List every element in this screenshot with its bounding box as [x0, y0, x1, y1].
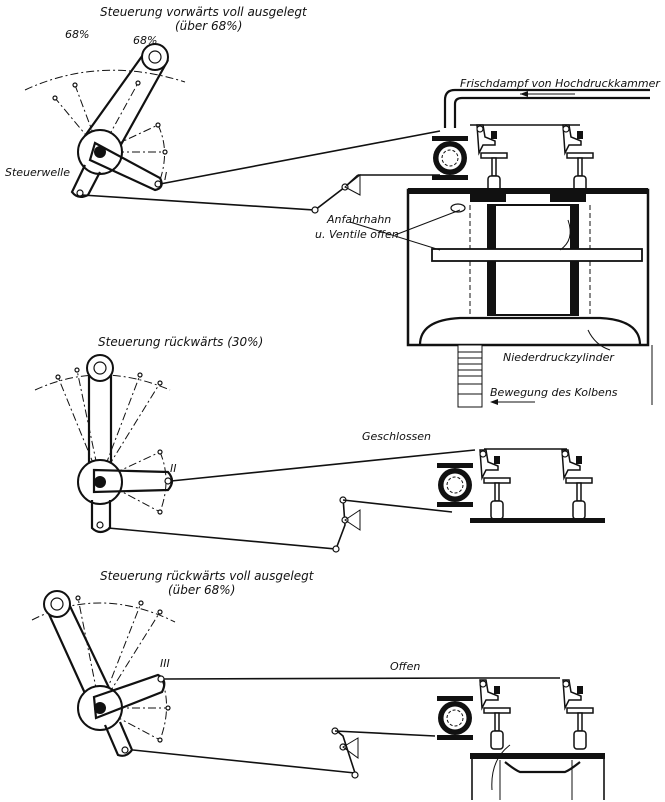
pct-right: 68%: [133, 34, 157, 47]
starting-cock-open: [436, 695, 474, 741]
panel-forward-full: Steuerung vorwärts voll ausgelegt (über …: [5, 5, 661, 408]
panel3-title: Steuerung rückwärts voll ausgelegt: [100, 569, 315, 583]
panel2-title: Steuerung rückwärts (30%): [98, 335, 263, 349]
panel-reverse-full: Steuerung rückwärts voll ausgelegt (über…: [31, 569, 605, 800]
shaft-center: [94, 146, 106, 158]
reversing-lever: [87, 375, 113, 465]
piston-rod: [431, 248, 643, 262]
valve-rod: [163, 677, 479, 680]
shaft-label: Steuerwelle: [5, 166, 70, 179]
cylinder-base-hatch: [457, 344, 483, 408]
lever-mark-III: III: [160, 657, 170, 670]
poppet-valve-right: [562, 679, 594, 750]
valve-seat-plate: [470, 518, 605, 523]
state-closed: Geschlossen: [362, 430, 431, 443]
low-pressure-cylinder: [406, 188, 650, 351]
position-line: [99, 124, 159, 153]
valve-rod: [159, 130, 441, 185]
lever-mark-II: II: [170, 462, 177, 475]
cock-rod: [107, 496, 346, 550]
panel1-title: Steuerung vorwärts voll ausgelegt: [100, 5, 308, 19]
panel3-subtitle: (über 68%): [168, 583, 235, 597]
state-open: Offen: [390, 660, 420, 673]
starting-cock-closed: [436, 462, 474, 508]
poppet-valve-left: [479, 449, 511, 520]
poppet-valve-left: [476, 124, 508, 195]
reversing-lever: [46, 601, 111, 701]
panel1-subtitle: (über 68%): [175, 19, 242, 33]
steam-label: Frischdampf von Hochdruckkammer: [460, 77, 661, 90]
position-line: [99, 82, 139, 153]
cylinder-label: Niederdruckzylinder: [503, 351, 615, 364]
poppet-valve-left: [479, 679, 511, 750]
pct-left: 68%: [65, 28, 89, 41]
panel-reverse-30: Steuerung rückwärts (30%) II Geschlossen: [34, 335, 605, 553]
crank-arm: [92, 673, 166, 720]
steam-pipe: [443, 88, 650, 128]
valve-rod: [170, 449, 476, 482]
poppet-valve-right: [561, 449, 593, 520]
starting-cock: [431, 135, 469, 181]
lever-mark-I: I: [164, 170, 167, 183]
valve-label-1: Anfahrhahn: [326, 213, 391, 226]
valve-label-2: u. Ventile offen: [315, 228, 399, 241]
cock-rod: [132, 730, 357, 774]
leader-line: [394, 209, 461, 236]
piston-label: Bewegung des Kolbens: [490, 386, 618, 399]
cock-rod: [81, 174, 359, 211]
reversing-lever: [81, 51, 169, 151]
quadrant-arc: [24, 69, 186, 91]
crank-arm: [88, 141, 163, 192]
cylinder-top-partial: [470, 744, 605, 800]
crank-arm: [92, 468, 174, 494]
poppet-valve-right: [562, 124, 594, 195]
leader-line: [349, 221, 441, 251]
